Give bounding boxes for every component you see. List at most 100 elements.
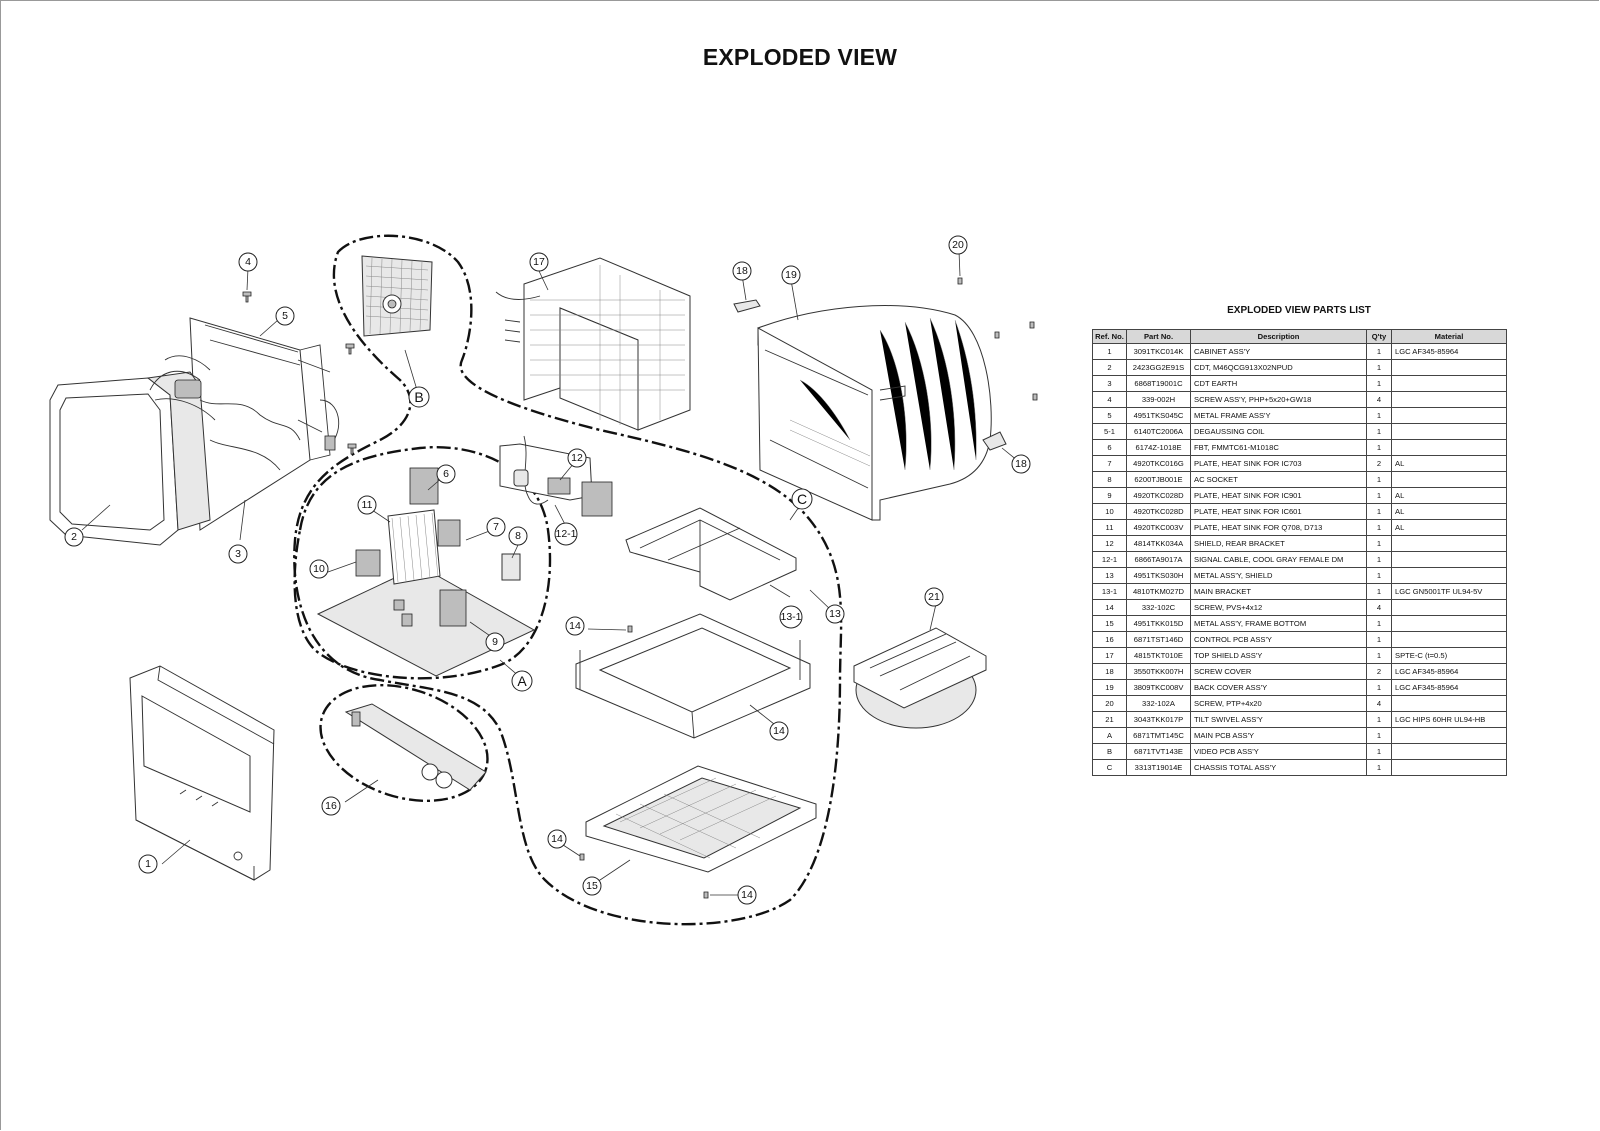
svg-text:18: 18 bbox=[1015, 458, 1027, 470]
material-cell: LGC AF345-85964 bbox=[1391, 663, 1507, 680]
parts-list-title: EXPLODED VIEW PARTS LIST bbox=[1227, 305, 1371, 316]
column-header-qty: Q'ty bbox=[1366, 329, 1392, 344]
main-pcb bbox=[316, 467, 536, 677]
description-cell: TILT SWIVEL ASS'Y bbox=[1190, 711, 1367, 728]
qty-cell: 1 bbox=[1366, 615, 1392, 632]
column-header-ref: Ref. No. bbox=[1092, 329, 1127, 344]
svg-text:13: 13 bbox=[829, 608, 841, 620]
material-cell: LGC GN5001TF UL94-5V bbox=[1391, 583, 1507, 600]
callout-9: 9 bbox=[485, 632, 505, 652]
material-cell bbox=[1391, 743, 1507, 760]
qty-cell: 4 bbox=[1366, 599, 1392, 616]
part-no-cell: 4814TKK034A bbox=[1126, 535, 1191, 552]
parts-list-table: Ref. No. Part No. Description Q'ty Mater… bbox=[1092, 329, 1507, 776]
callout-18-b: 18 bbox=[1011, 454, 1031, 474]
qty-cell: 1 bbox=[1366, 743, 1392, 760]
callout-16: 16 bbox=[321, 796, 341, 816]
svg-text:1: 1 bbox=[145, 858, 151, 870]
part-no-cell: 2423GG2E91S bbox=[1126, 359, 1191, 376]
part-no-cell: 3043TKK017P bbox=[1126, 711, 1191, 728]
callout-c: C bbox=[791, 488, 813, 510]
ref-cell: 14 bbox=[1092, 599, 1127, 616]
description-cell: SCREW ASS'Y, PHP+5x20+GW18 bbox=[1190, 391, 1367, 408]
chassis-screws-14 bbox=[579, 625, 709, 899]
svg-text:14: 14 bbox=[551, 833, 563, 845]
cdt-assembly bbox=[49, 317, 340, 546]
video-pcb bbox=[361, 255, 433, 337]
qty-cell: 1 bbox=[1366, 407, 1392, 424]
part-no-cell: 6174Z-1018E bbox=[1126, 439, 1191, 456]
svg-text:8: 8 bbox=[515, 530, 521, 542]
description-cell: METAL ASS'Y, SHIELD bbox=[1190, 567, 1367, 584]
part-no-cell: 3091TKC014K bbox=[1126, 343, 1191, 360]
description-cell: BACK COVER ASS'Y bbox=[1190, 679, 1367, 696]
callout-19: 19 bbox=[781, 265, 801, 285]
part-no-cell: 6200TJB001E bbox=[1126, 471, 1191, 488]
callout-5: 5 bbox=[275, 306, 295, 326]
svg-text:17: 17 bbox=[533, 256, 545, 268]
svg-text:14: 14 bbox=[773, 725, 785, 737]
description-cell: MAIN PCB ASS'Y bbox=[1190, 727, 1367, 744]
svg-text:9: 9 bbox=[492, 636, 498, 648]
callout-3: 3 bbox=[228, 544, 248, 564]
qty-cell: 1 bbox=[1366, 343, 1392, 360]
callout-20: 20 bbox=[948, 235, 968, 255]
qty-cell: 1 bbox=[1366, 647, 1392, 664]
qty-cell: 1 bbox=[1366, 727, 1392, 744]
top-shield bbox=[495, 257, 691, 431]
ref-cell: 15 bbox=[1092, 615, 1127, 632]
part-no-cell: 4815TKT010E bbox=[1126, 647, 1191, 664]
ref-cell: 18 bbox=[1092, 663, 1127, 680]
material-cell bbox=[1391, 759, 1507, 776]
group-outline-control-pcb bbox=[319, 683, 489, 803]
svg-text:5: 5 bbox=[282, 310, 288, 322]
material-cell bbox=[1391, 615, 1507, 632]
ref-cell: C bbox=[1092, 759, 1127, 776]
ref-cell: 6 bbox=[1092, 439, 1127, 456]
svg-text:3: 3 bbox=[235, 548, 241, 560]
shield-frame bbox=[575, 613, 811, 739]
tilt-swivel bbox=[853, 627, 987, 729]
material-cell bbox=[1391, 375, 1507, 392]
part-no-cell: 6868T19001C bbox=[1126, 375, 1191, 392]
ref-cell: 7 bbox=[1092, 455, 1127, 472]
svg-text:13-1: 13-1 bbox=[780, 611, 801, 623]
column-header-description: Description bbox=[1190, 329, 1367, 344]
description-cell: CDT, M46QCG913X02NPUD bbox=[1190, 359, 1367, 376]
material-cell bbox=[1391, 439, 1507, 456]
qty-cell: 1 bbox=[1366, 583, 1392, 600]
part-no-cell: 332-102A bbox=[1126, 695, 1191, 712]
svg-text:7: 7 bbox=[493, 521, 499, 533]
callout-17: 17 bbox=[529, 252, 549, 272]
callout-11: 11 bbox=[357, 495, 377, 515]
part-no-cell: 6871TMT145C bbox=[1126, 727, 1191, 744]
callout-7: 7 bbox=[486, 517, 506, 537]
svg-text:19: 19 bbox=[785, 269, 797, 281]
material-cell bbox=[1391, 599, 1507, 616]
description-cell: PLATE, HEAT SINK FOR IC703 bbox=[1190, 455, 1367, 472]
parts-list-header: Ref. No. Part No. Description Q'ty Mater… bbox=[1092, 329, 1507, 344]
svg-text:21: 21 bbox=[928, 591, 940, 603]
part-no-cell: 6871TVT143E bbox=[1126, 743, 1191, 760]
description-cell: AC SOCKET bbox=[1190, 471, 1367, 488]
qty-cell: 1 bbox=[1366, 567, 1392, 584]
qty-cell: 1 bbox=[1366, 503, 1392, 520]
qty-cell: 1 bbox=[1366, 423, 1392, 440]
svg-text:14: 14 bbox=[569, 620, 581, 632]
